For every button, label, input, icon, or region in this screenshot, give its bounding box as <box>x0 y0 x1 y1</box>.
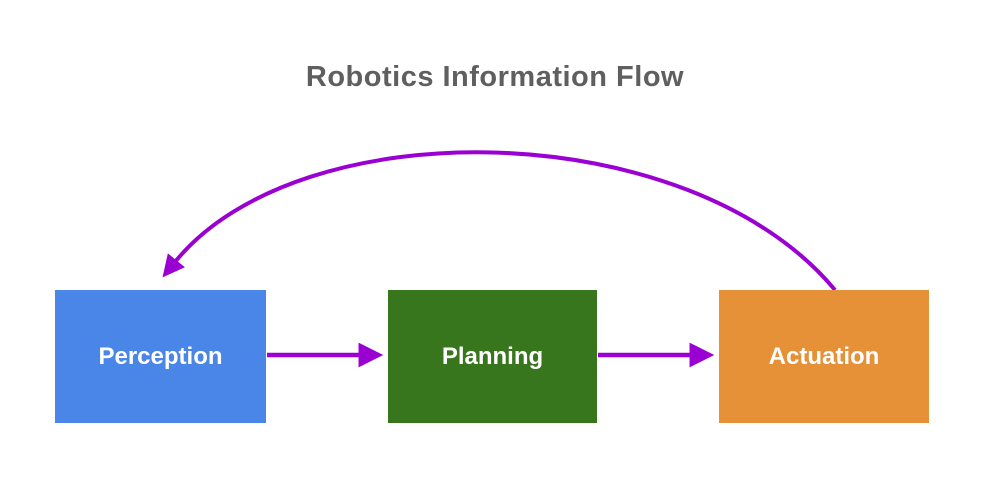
node-actuation: Actuation <box>719 290 929 423</box>
node-perception: Perception <box>55 290 266 423</box>
edge-actuation-to-perception-feedback-arrow <box>162 150 837 292</box>
diagram-title: Robotics Information Flow <box>305 61 685 93</box>
node-planning: Planning <box>388 290 597 423</box>
node-actuation-label: Actuation <box>768 342 880 370</box>
node-planning-label: Planning <box>441 342 544 370</box>
node-perception-label: Perception <box>98 342 223 370</box>
